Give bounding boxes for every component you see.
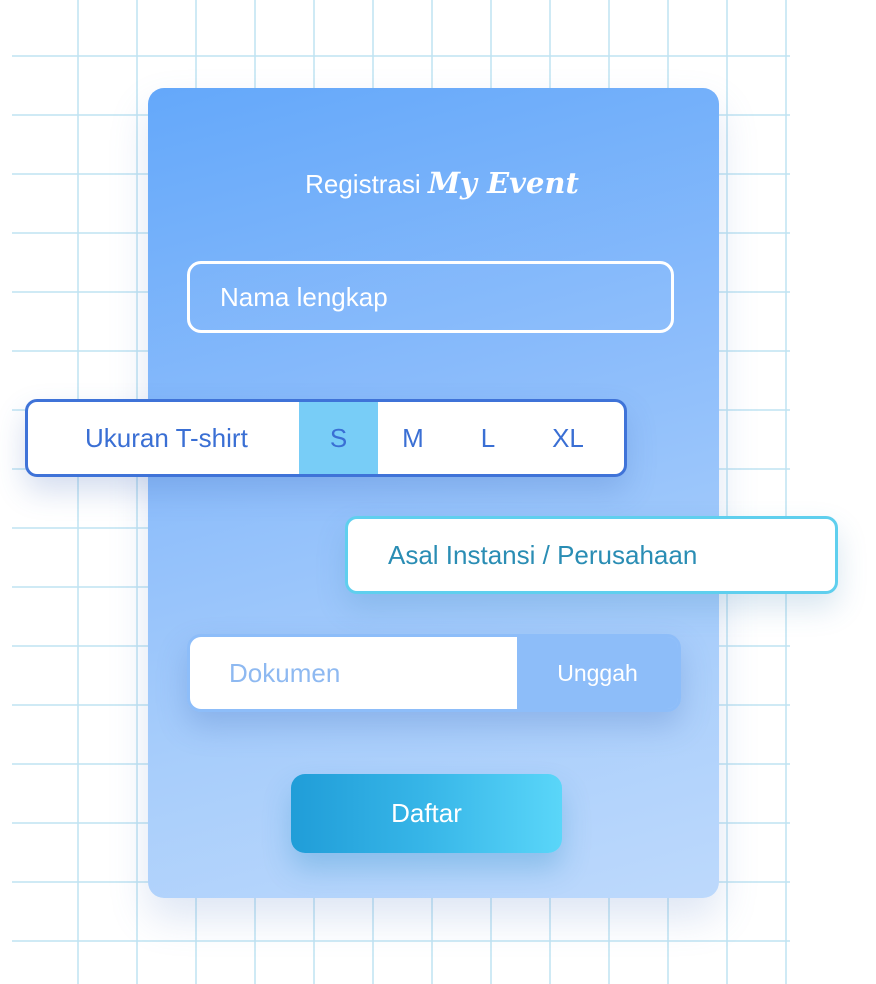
company-input[interactable]: Asal Instansi / Perusahaan bbox=[345, 516, 838, 594]
upload-button[interactable]: Unggah bbox=[517, 637, 678, 709]
document-placeholder: Dokumen bbox=[229, 657, 341, 688]
document-field[interactable]: Dokumen bbox=[190, 637, 517, 709]
registration-card bbox=[148, 88, 719, 898]
document-upload: Dokumen Unggah bbox=[187, 634, 681, 712]
size-option-s[interactable]: S bbox=[299, 402, 378, 474]
form-title-prefix: Registrasi bbox=[305, 169, 421, 199]
size-option-xl[interactable]: XL bbox=[552, 422, 584, 453]
full-name-placeholder: Nama lengkap bbox=[220, 281, 388, 312]
form-title: Registrasi My Event bbox=[148, 165, 736, 202]
size-option-l[interactable]: L bbox=[480, 422, 496, 453]
tshirt-size-label: Ukuran T-shirt bbox=[85, 422, 248, 453]
size-option-m[interactable]: M bbox=[402, 422, 424, 453]
register-button[interactable]: Daftar bbox=[291, 774, 562, 853]
event-brand-name: My Event bbox=[427, 166, 579, 200]
full-name-input[interactable]: Nama lengkap bbox=[187, 261, 674, 333]
tshirt-size-picker: Ukuran T-shirt S M L XL bbox=[25, 399, 627, 477]
company-placeholder: Asal Instansi / Perusahaan bbox=[388, 539, 698, 570]
